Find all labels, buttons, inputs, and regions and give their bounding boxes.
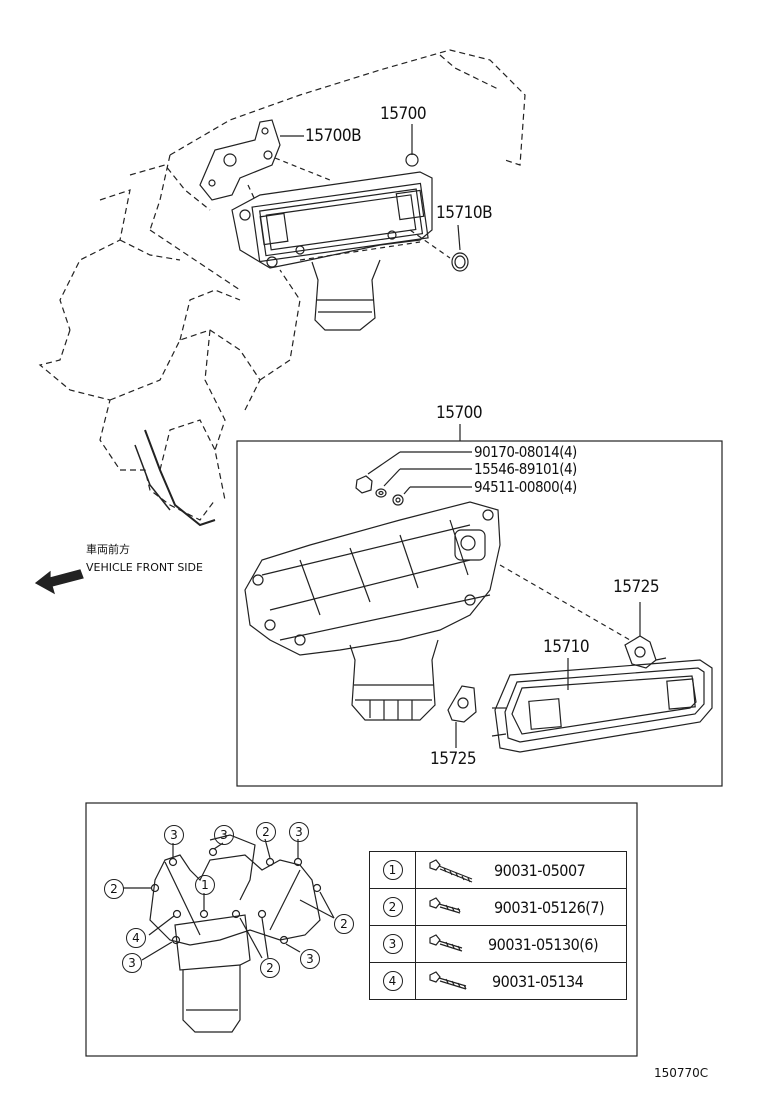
label-element-15710: 15710: [543, 637, 590, 657]
table-row: 4 90031-05134: [369, 962, 627, 1000]
label-nut-90170: 90170-08014(4): [474, 443, 577, 461]
direction-label-english: VEHICLE FRONT SIDE: [86, 561, 203, 574]
callout-bolt-3: 3: [300, 949, 320, 969]
front-direction-arrow: [34, 569, 84, 595]
label-15700-top: 15700: [380, 104, 427, 124]
direction-label-japanese: 車両前方: [86, 543, 130, 556]
bracket-15700B-art: [199, 119, 281, 201]
fastener-table: 1 90031-05007 2 90031-05126(7) 3 90031-0…: [369, 851, 627, 1000]
row-index: 3: [382, 934, 403, 954]
bolt-icon: [429, 859, 473, 883]
row-index: 4: [382, 971, 403, 991]
nut-washer-art: [355, 475, 404, 506]
callout-bolt-3: 3: [289, 822, 309, 842]
bolt-layout-art: [149, 834, 322, 1033]
part-number: 90031-05126(7): [494, 898, 605, 917]
label-15700-detail: 15700: [436, 403, 483, 423]
callout-bolt-3: 3: [214, 825, 234, 845]
row-index: 2: [382, 897, 403, 917]
bolt-layout-frame: [85, 802, 638, 1057]
bolt-icon: [429, 897, 461, 914]
part-number: 90031-05007: [494, 861, 586, 880]
callout-bolt-1: 1: [195, 875, 215, 895]
cooler-housing-art: [244, 501, 501, 721]
bolt-icon: [429, 971, 467, 990]
callout-bolt-3: 3: [164, 825, 184, 845]
gasket-right-art: [624, 635, 657, 669]
detail-frame: [236, 440, 723, 787]
engine-outline: [38, 49, 526, 521]
callout-bolt-4: 4: [126, 928, 146, 948]
part-number: 90031-05130(6): [488, 935, 599, 954]
label-washer-94511: 94511-00800(4): [474, 478, 577, 496]
callout-bolt-2: 2: [256, 822, 276, 842]
label-gasket-15725-bottom: 15725: [430, 749, 477, 769]
label-gasket-15725-right: 15725: [613, 577, 660, 597]
callout-bolt-2: 2: [104, 879, 124, 899]
part-number: 90031-05134: [492, 972, 584, 991]
label-15710B: 15710B: [436, 203, 493, 223]
table-row: 1 90031-05007: [369, 851, 627, 889]
table-row: 3 90031-05130(6): [369, 925, 627, 963]
cooler-element-art: [491, 657, 713, 753]
label-15700B: 15700B: [305, 126, 362, 146]
table-row: 2 90031-05126(7): [369, 888, 627, 926]
top-oil-cooler-art: [231, 153, 469, 331]
gasket-bottom-art: [447, 685, 477, 723]
label-washer-15546: 15546-89101(4): [474, 460, 577, 478]
callout-bolt-2: 2: [334, 914, 354, 934]
bolt-icon: [429, 934, 463, 952]
row-index: 1: [382, 860, 403, 880]
diagram-code: 150770C: [654, 1066, 709, 1080]
callout-bolt-2: 2: [260, 958, 280, 978]
callout-bolt-3: 3: [122, 953, 142, 973]
